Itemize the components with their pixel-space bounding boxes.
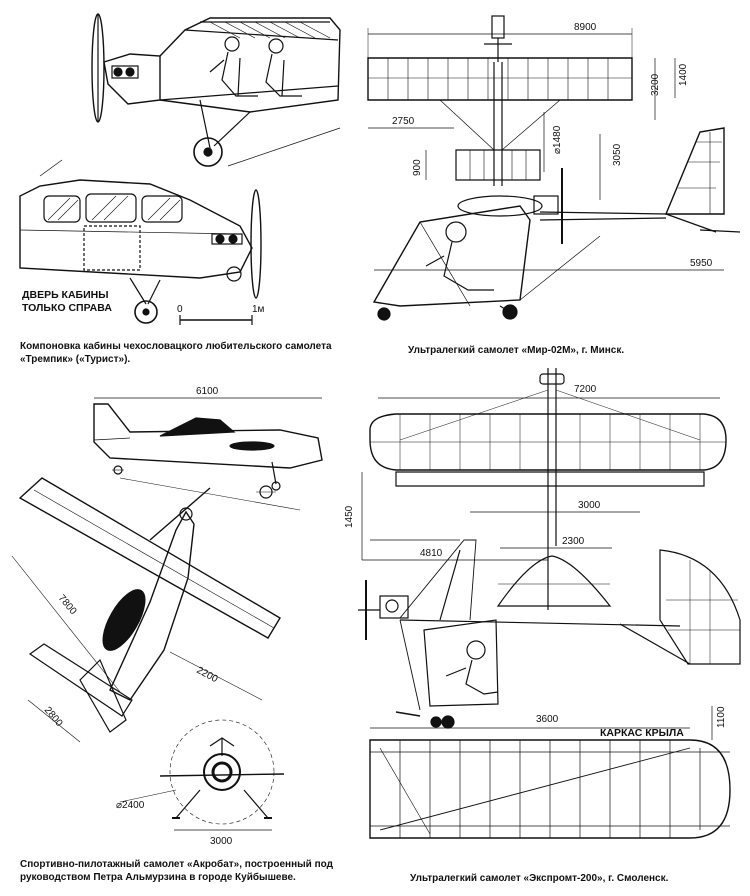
mir02m-side-view bbox=[372, 127, 741, 321]
akrobat-dim-track: 3000 bbox=[210, 836, 233, 847]
caption-mir02m: Ультралегкий самолет «Мир-02М», г. Минск… bbox=[408, 345, 625, 356]
mir02m-dim-prop: ⌀1480 bbox=[552, 125, 563, 154]
door-note-line1: ДВЕРЬ КАБИНЫ bbox=[22, 289, 108, 301]
caption-akrobat: Спортивно-пилотажный самолет «Акробат», … bbox=[20, 858, 360, 884]
akrobat-dim-prop: ⌀2400 bbox=[116, 800, 145, 811]
caption-ekspromt200: Ультралегкий самолет «Экспромт-200», г. … bbox=[410, 873, 669, 884]
akrobat-dim-span: 7800 bbox=[56, 593, 79, 617]
door-note-line2: ТОЛЬКО СПРАВА bbox=[22, 302, 112, 314]
mir02m-dim-3050: 3050 bbox=[612, 143, 623, 166]
mir02m-plan-view bbox=[367, 15, 676, 186]
wing-frame-label: КАРКАС КРЫЛА bbox=[600, 727, 684, 739]
ekspromt200-plan-view bbox=[361, 368, 727, 561]
ekspromt-dim-3000: 3000 bbox=[578, 500, 601, 511]
mir02m-dim-1400: 1400 bbox=[678, 63, 689, 86]
caption-trempik: Компоновка кабины чехословацкого любител… bbox=[20, 340, 350, 366]
mir02m-dim-2750: 2750 bbox=[392, 116, 415, 127]
ekspromt200-side-view bbox=[358, 539, 741, 729]
mir02m-dim-3200: 3200 bbox=[650, 73, 661, 96]
caption-trempik-line2: «Тремпик» («Турист»). bbox=[20, 354, 131, 365]
trempik-cutaway-view bbox=[91, 13, 341, 167]
ekspromt-dim-1100: 1100 bbox=[716, 706, 727, 728]
caption-akrobat-line2: руководством Петра Альмурзина в городе К… bbox=[20, 872, 296, 883]
akrobat-dim-2800: 2800 bbox=[42, 705, 65, 729]
mir02m-dim-span: 8900 bbox=[574, 22, 597, 33]
akrobat-side-view bbox=[93, 397, 323, 511]
caption-akrobat-line1: Спортивно-пилотажный самолет «Акробат», … bbox=[20, 859, 333, 870]
ekspromt-dim-span: 7200 bbox=[574, 384, 597, 395]
scale-start: 0 bbox=[177, 304, 183, 315]
akrobat-dim-length: 6100 bbox=[196, 386, 219, 397]
caption-trempik-line1: Компоновка кабины чехословацкого любител… bbox=[20, 341, 332, 352]
scale-end: 1м bbox=[252, 304, 265, 315]
ekspromt-dim-3600: 3600 bbox=[536, 714, 559, 725]
ekspromt-dim-length: 4810 bbox=[420, 548, 443, 559]
mir02m-dim-length: 5950 bbox=[690, 258, 713, 269]
akrobat-front-view bbox=[119, 719, 285, 831]
mir02m-dim-900: 900 bbox=[412, 159, 423, 176]
ekspromt200-wing-frame bbox=[369, 706, 731, 839]
trempik-side-view bbox=[19, 159, 262, 325]
akrobat-plan-view bbox=[11, 477, 281, 743]
ekspromt-dim-2300: 2300 bbox=[562, 536, 585, 547]
ekspromt-dim-1450: 1450 bbox=[344, 505, 355, 528]
akrobat-dim-2200: 2200 bbox=[195, 665, 220, 685]
